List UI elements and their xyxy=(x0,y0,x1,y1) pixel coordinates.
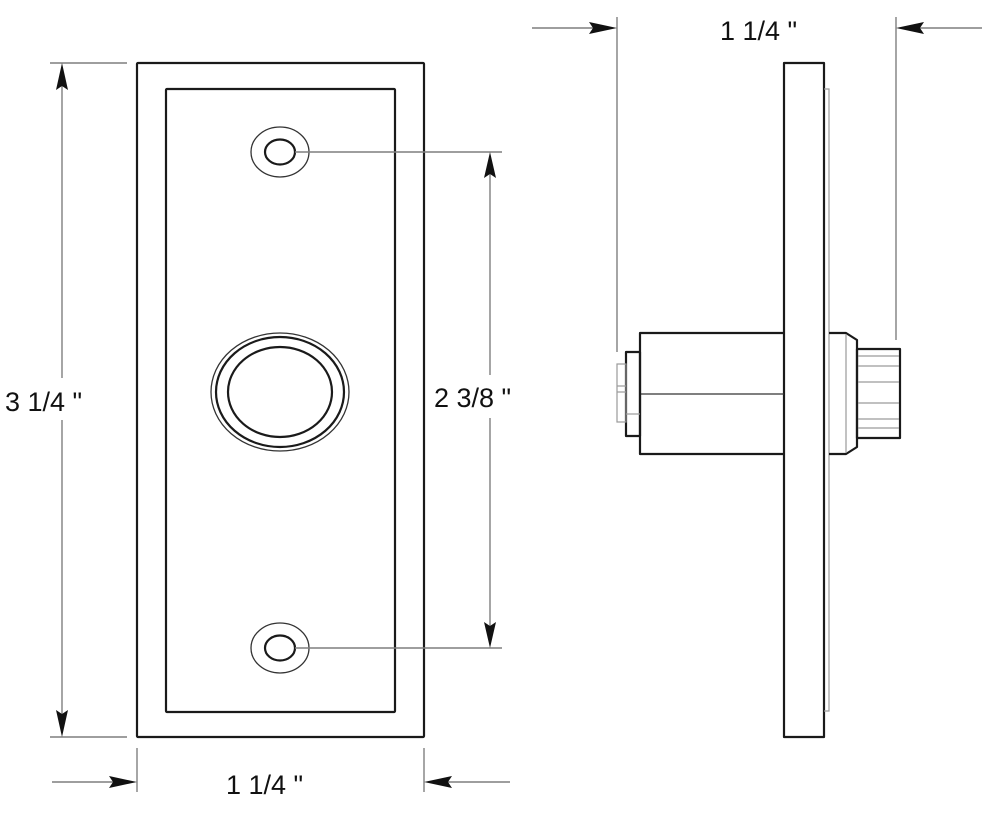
knurled-button-cap xyxy=(855,347,902,440)
plate-edge xyxy=(782,61,826,739)
outer-plate-outline xyxy=(135,61,426,739)
arrowhead-up-icon xyxy=(56,63,68,90)
front-view: 3 1/4 " 2 3/8 " 1 1/4 " xyxy=(5,61,511,800)
plate-width-dimension xyxy=(52,748,510,792)
push-button xyxy=(210,332,350,452)
overall-height-dimension xyxy=(50,62,127,738)
front-button-housing xyxy=(829,331,859,456)
arrowhead-up-icon xyxy=(484,152,496,178)
arrowhead-left-icon xyxy=(424,776,452,788)
overall-depth-dimension xyxy=(532,17,982,352)
overall-depth-label: 1 1/4 " xyxy=(720,16,797,46)
hole-spacing-dimension xyxy=(295,151,502,649)
overall-height-label: 3 1/4 " xyxy=(5,387,82,417)
arrowhead-right-icon xyxy=(109,776,137,788)
side-view: 1 1/4 " xyxy=(532,16,982,739)
bevel-sliver xyxy=(824,88,830,712)
rear-housing xyxy=(616,331,784,456)
arrowhead-left-icon xyxy=(896,22,924,34)
arrowhead-right-icon xyxy=(589,22,617,34)
inner-bevel-outline xyxy=(164,87,397,714)
plate-width-label: 1 1/4 " xyxy=(226,770,303,800)
hole-spacing-label: 2 3/8 " xyxy=(434,383,511,413)
arrowhead-down-icon xyxy=(56,710,68,737)
arrowhead-down-icon xyxy=(484,622,496,648)
